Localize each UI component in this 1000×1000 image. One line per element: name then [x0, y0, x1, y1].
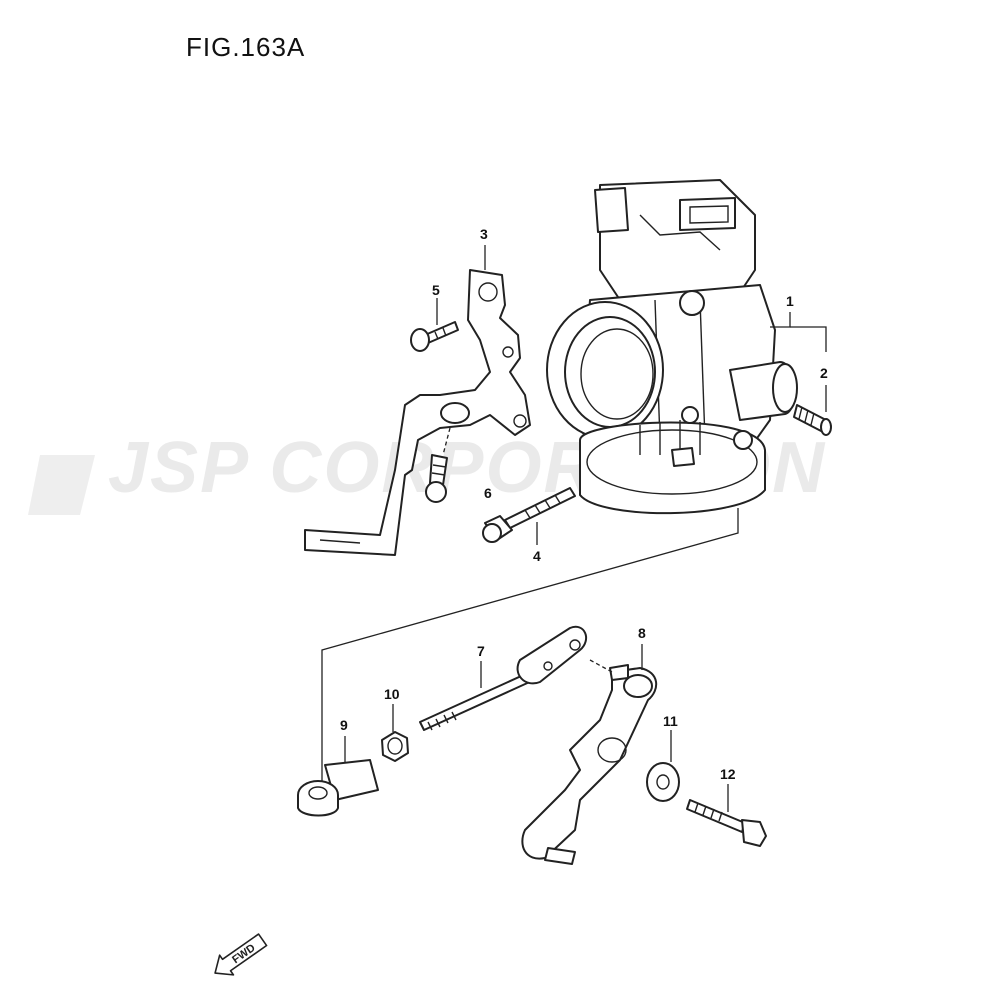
figure-title: FIG.163A — [186, 32, 306, 62]
callout-3: 3 — [480, 226, 488, 242]
callout-numbers: 1 2 3 4 5 6 7 8 9 10 11 12 — [340, 226, 828, 782]
adjust-screw — [793, 404, 832, 436]
long-bolt — [482, 487, 576, 543]
callout-6: 6 — [484, 485, 492, 501]
callout-9: 9 — [340, 717, 348, 733]
callout-10: 10 — [384, 686, 400, 702]
fwd-arrow-icon: FWD — [214, 933, 268, 976]
mounting-bracket — [304, 269, 531, 556]
flat-washer — [646, 762, 680, 802]
small-connector — [671, 447, 695, 467]
throttle-body — [546, 179, 798, 515]
linkage-rod — [419, 625, 588, 731]
callout-4: 4 — [533, 548, 541, 564]
lever-arm — [521, 664, 658, 865]
callout-2: 2 — [820, 365, 828, 381]
ball-socket — [297, 759, 379, 817]
small-bolt-6 — [425, 454, 448, 503]
callout-1: 1 — [786, 293, 794, 309]
callout-12: 12 — [720, 766, 736, 782]
hex-nut — [381, 731, 409, 762]
callout-7: 7 — [477, 643, 485, 659]
small-bolt-5 — [410, 321, 459, 352]
callout-8: 8 — [638, 625, 646, 641]
callout-5: 5 — [432, 282, 440, 298]
bolt-12 — [686, 799, 767, 847]
callout-11: 11 — [663, 713, 678, 729]
leader-lines — [321, 245, 827, 812]
